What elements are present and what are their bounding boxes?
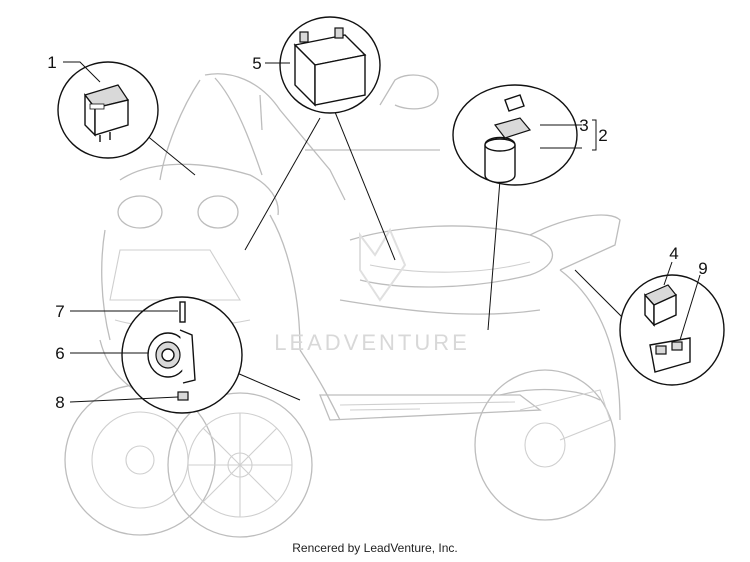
detail-bubble-battery bbox=[244, 16, 396, 261]
detail-bubble-relay bbox=[57, 61, 196, 176]
callout-8: 8 bbox=[55, 393, 64, 412]
watermark-text: LEADVENTURE bbox=[274, 330, 470, 355]
callout-6: 6 bbox=[55, 344, 64, 363]
detail-bubble-fuse bbox=[574, 261, 725, 386]
callout-2: 2 bbox=[598, 126, 607, 145]
watermark-logo: LEADVENTURE bbox=[274, 227, 470, 355]
footer-credit: Rencered by LeadVenture, Inc. bbox=[292, 541, 458, 555]
callout-3: 3 bbox=[579, 116, 588, 135]
callout-4: 4 bbox=[669, 244, 678, 263]
detail-bubble-starter-relay bbox=[452, 84, 597, 331]
scooter-outline bbox=[64, 73, 621, 538]
detail-bubble-horn bbox=[69, 296, 301, 414]
callout-1: 1 bbox=[47, 53, 56, 72]
callout-5: 5 bbox=[252, 54, 261, 73]
callout-7: 7 bbox=[55, 302, 64, 321]
callout-9: 9 bbox=[698, 259, 707, 278]
